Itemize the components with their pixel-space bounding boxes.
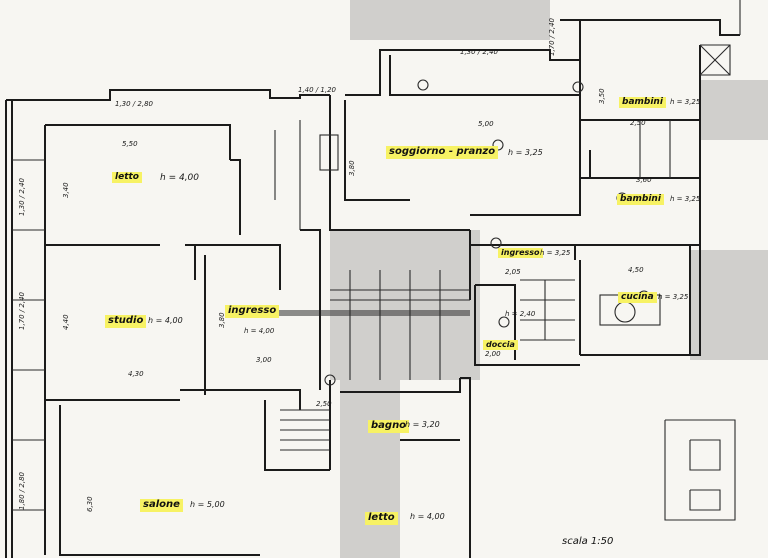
right-wing-walls	[345, 0, 741, 521]
left-wing-walls	[5, 89, 330, 558]
dimension-4-50: 4,50	[628, 266, 644, 274]
table-centre	[614, 301, 636, 323]
dimension-h-2-40: h = 2,40	[505, 310, 536, 318]
scan-smudge-bottom	[340, 380, 400, 558]
room-label-doccia: doccia	[483, 340, 518, 350]
dimension-1-70-2-40-right: 1,70 / 2,40	[548, 18, 556, 56]
dimension-1-70-2-40: 1,70 / 2,40	[18, 292, 26, 330]
dimension-3-50: 3,50	[598, 88, 606, 104]
dimension-6-30: 6,30	[86, 496, 94, 512]
room-height-cucina: h = 3,25	[658, 293, 689, 301]
column-mark	[572, 81, 584, 93]
scan-smudge-right	[700, 80, 768, 140]
room-height-bambini-1: h = 3,25	[670, 98, 701, 106]
dimension-1-30-2-40-top: 1,30 / 2,40	[460, 48, 498, 56]
dimension-1-40-1-20: 1,40 / 1,20	[298, 86, 336, 94]
dimension-4-40: 4,40	[62, 314, 70, 330]
room-height-ingresso-2: h = 3,25	[540, 249, 571, 257]
room-label-letto-1: letto	[112, 172, 142, 184]
room-label-soggiorno-pranzo: soggiorno - pranzo	[386, 146, 499, 159]
room-label-ingresso-1: ingresso	[225, 305, 280, 318]
room-label-bambini-2: bambini	[617, 194, 664, 206]
bathtub	[319, 134, 339, 171]
dimension-3-80: 3,80	[218, 312, 226, 328]
dimension-5-00: 5,00	[478, 120, 494, 128]
scan-band	[255, 310, 470, 316]
scan-smudge-mid-right	[690, 250, 768, 360]
dimension-2-50: 2,50	[316, 400, 332, 408]
dimension-1-80-2-80: 1,80 / 2,80	[18, 472, 26, 510]
room-label-letto-2: letto	[365, 512, 398, 525]
dimension-3-00: 3,00	[256, 356, 272, 364]
column-mark	[490, 237, 502, 249]
room-height-bagno: h = 3,20	[405, 420, 440, 429]
scan-smudge-top	[350, 0, 550, 40]
dimension-5-50: 5,50	[122, 140, 138, 148]
room-label-ingresso-2: ingresso	[498, 248, 543, 258]
scale-note: scala 1:50	[562, 536, 614, 547]
dimension-3-80-core: 3,80	[348, 160, 356, 176]
dimension-1-30-2-80: 1,30 / 2,80	[115, 100, 153, 108]
room-height-letto-2: h = 4,00	[410, 512, 445, 521]
room-label-cucina: cucina	[618, 292, 657, 304]
scan-smudge-center	[330, 230, 480, 380]
column-mark	[324, 374, 336, 386]
room-label-salone: salone	[140, 499, 183, 512]
room-height-letto-1: h = 4,00	[160, 173, 200, 183]
dimension-2-05: 2,05	[505, 268, 521, 276]
central-core-walls	[280, 95, 471, 558]
room-height-studio: h = 4,00	[148, 316, 183, 325]
dimension-3-60: 3,60	[636, 176, 652, 184]
column-mark	[417, 79, 429, 91]
room-label-bambini-1: bambini	[619, 97, 666, 109]
column-mark	[498, 316, 510, 328]
dimension-2-00: 2,00	[485, 350, 501, 358]
room-label-bagno: bagno	[368, 420, 410, 433]
dimension-3-40: 3,40	[62, 182, 70, 198]
room-label-studio: studio	[105, 315, 147, 328]
room-height-salone: h = 5,00	[190, 500, 225, 509]
dimension-2-50-right: 2,50	[630, 119, 646, 127]
room-height-bambini-2: h = 3,25	[670, 195, 701, 203]
room-height-soggiorno: h = 3,25	[508, 148, 543, 157]
dimension-1-30-2-40-left: 1,30 / 2,40	[18, 178, 26, 216]
room-height-ingresso-1: h = 4,00	[244, 327, 275, 335]
dimension-4-30: 4,30	[128, 370, 144, 378]
